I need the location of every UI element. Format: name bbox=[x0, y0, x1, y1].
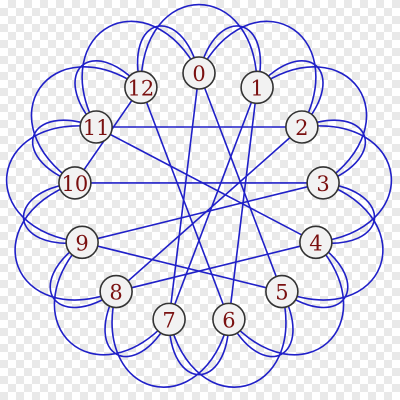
edge-12-0 bbox=[136, 25, 200, 88]
node-label: 10 bbox=[62, 172, 89, 196]
node-circle bbox=[212, 302, 246, 337]
node-6: 6 bbox=[212, 302, 246, 337]
edge-0-7 bbox=[168, 72, 200, 320]
node-5: 5 bbox=[265, 274, 299, 309]
edge-5-6 bbox=[228, 291, 294, 358]
edge-2-4 bbox=[301, 125, 393, 244]
edge-4-6 bbox=[228, 241, 345, 356]
node-circle bbox=[299, 225, 333, 260]
node-7: 7 bbox=[152, 302, 186, 337]
node-label: 12 bbox=[128, 76, 155, 100]
node-0: 0 bbox=[182, 56, 216, 90]
edge-9-11 bbox=[5, 125, 97, 244]
node-label: 0 bbox=[192, 62, 205, 86]
edge-3-4 bbox=[315, 182, 376, 245]
edge-4-5 bbox=[281, 241, 349, 309]
node-circle bbox=[182, 56, 216, 90]
node-2: 2 bbox=[285, 110, 319, 144]
node-label: 11 bbox=[83, 116, 110, 140]
edge-11-12 bbox=[74, 60, 142, 128]
edge-6-12 bbox=[140, 87, 230, 320]
edge-0-2 bbox=[198, 20, 317, 128]
edge-5-7 bbox=[168, 291, 287, 388]
node-label: 7 bbox=[162, 308, 175, 332]
node-9: 9 bbox=[65, 225, 99, 260]
node-circle bbox=[58, 166, 92, 200]
node-4: 4 bbox=[299, 225, 333, 260]
node-circle bbox=[152, 302, 186, 337]
edge-1-3 bbox=[256, 66, 368, 184]
edge-11-0 bbox=[81, 20, 200, 128]
edge-6-8 bbox=[111, 291, 230, 388]
edge-7-9 bbox=[53, 241, 170, 356]
node-label: 3 bbox=[316, 172, 329, 196]
edge-5-9 bbox=[81, 241, 283, 293]
node-10: 10 bbox=[58, 166, 92, 200]
node-label: 1 bbox=[250, 76, 263, 100]
node-1: 1 bbox=[240, 70, 274, 105]
edge-1-7 bbox=[168, 87, 258, 320]
node-circle bbox=[265, 274, 299, 309]
node-circle bbox=[79, 110, 113, 144]
node-circle bbox=[99, 274, 133, 309]
node-8: 8 bbox=[99, 274, 133, 309]
node-label: 9 bbox=[75, 231, 88, 255]
node-label: 5 bbox=[275, 281, 288, 305]
node-circle bbox=[306, 166, 340, 200]
edge-4-8 bbox=[115, 241, 317, 293]
edge-2-3 bbox=[301, 119, 367, 184]
edge-1-2 bbox=[256, 60, 324, 128]
node-label: 8 bbox=[109, 281, 122, 305]
node-label: 4 bbox=[309, 231, 322, 255]
edge-8-9 bbox=[49, 241, 117, 309]
edge-8-10 bbox=[14, 182, 117, 301]
edge-10-11 bbox=[31, 119, 97, 184]
edge-10-12 bbox=[30, 66, 142, 184]
edge-4-11 bbox=[95, 126, 317, 244]
node-circle bbox=[285, 110, 319, 144]
node-label: 6 bbox=[222, 308, 235, 332]
edge-9-10 bbox=[22, 182, 83, 245]
edge-12-1 bbox=[140, 3, 258, 88]
node-3: 3 bbox=[306, 166, 340, 200]
node-11: 11 bbox=[79, 110, 113, 144]
edge-7-8 bbox=[104, 291, 170, 358]
node-label: 2 bbox=[295, 116, 308, 140]
edge-2-8 bbox=[115, 126, 303, 293]
node-12: 12 bbox=[124, 70, 158, 105]
node-circle bbox=[65, 225, 99, 260]
edges-layer bbox=[5, 3, 393, 388]
node-circle bbox=[240, 70, 274, 105]
node-circle bbox=[124, 70, 158, 105]
edge-6-7 bbox=[168, 319, 230, 376]
edge-3-5 bbox=[281, 182, 384, 301]
edge-3-9 bbox=[81, 182, 324, 244]
edge-0-1 bbox=[198, 25, 262, 88]
